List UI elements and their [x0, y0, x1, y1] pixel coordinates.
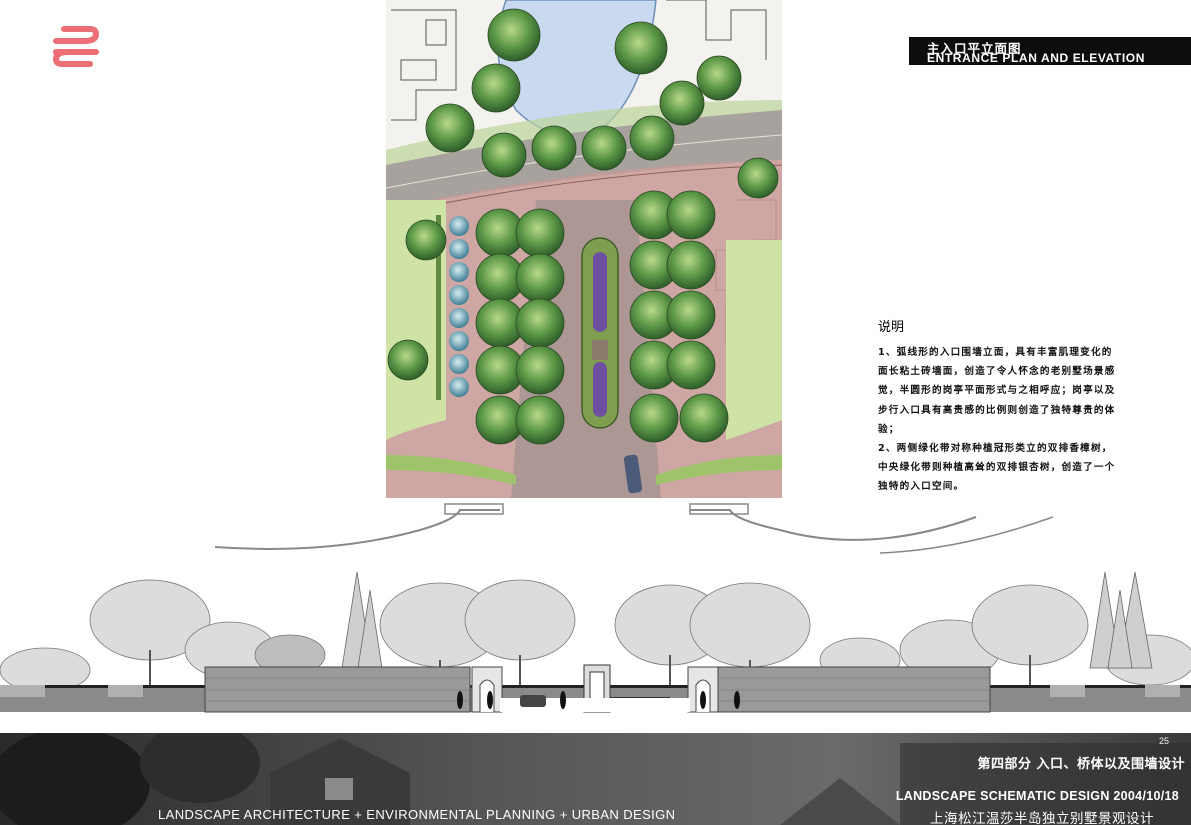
- notes-line: 中央绿化带则种植高耸的双排银杏树，创造了一个: [878, 462, 1116, 474]
- footer-background-photo: [0, 733, 1191, 825]
- sheet-title-en: ENTRANCE PLAN AND ELEVATION: [927, 51, 1145, 65]
- notes-heading: 说明: [878, 320, 905, 335]
- project-name: 上海松江温莎半岛独立别墅景观设计: [930, 811, 1154, 825]
- notes-line: 验；: [878, 423, 900, 435]
- sheet-title-block: 主入口平立面图 ENTRANCE PLAN AND ELEVATION: [909, 37, 1191, 65]
- design-notes: 说明 1、弧线形的入口围墙立面，具有丰富肌理变化的 面长粘土砖墙面，创造了令人怀…: [878, 316, 1128, 497]
- notes-line: 2、两侧绿化带对称种植冠形类立的双排香樟树，: [878, 443, 1113, 455]
- sheet-title-cn: 主入口平立面图: [927, 41, 1022, 56]
- entrance-site-plan: [385, 0, 783, 498]
- section-title: 第四部分 入口、桥体以及围墙设计: [977, 757, 1185, 772]
- firm-tagline: LANDSCAPE ARCHITECTURE + ENVIRONMENTAL P…: [158, 807, 676, 822]
- notes-line: 1、弧线形的入口围墙立面，具有丰富肌理变化的: [878, 347, 1113, 358]
- company-logo: [48, 24, 104, 70]
- double-arrow-logo-icon: [52, 26, 100, 67]
- notes-line: 面长粘土砖墙面，创造了令人怀念的老别墅场景感: [878, 366, 1116, 378]
- design-stage-date: LANDSCAPE SCHEMATIC DESIGN 2004/10/18: [895, 789, 1179, 803]
- page-number: 25: [1158, 736, 1169, 746]
- entrance-elevation: [0, 500, 1191, 715]
- notes-line: 觉，半圆形的岗亭平面形式与之相呼应；岗亭以及: [878, 385, 1116, 397]
- footer-banner: 25 第四部分 入口、桥体以及围墙设计 LANDSCAPE ARCHITECTU…: [0, 733, 1191, 825]
- notes-line: 独特的入口空间。: [878, 481, 965, 493]
- notes-line: 步行入口具有高贵感的比例则创造了独特尊贵的体: [878, 404, 1116, 416]
